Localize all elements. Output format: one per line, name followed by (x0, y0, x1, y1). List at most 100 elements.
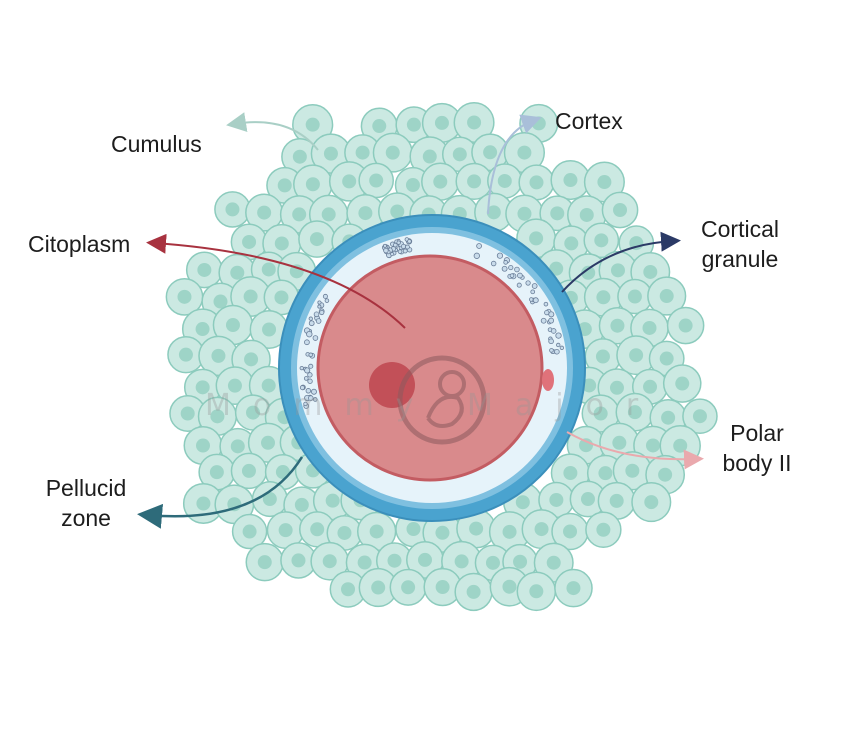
label-cumulus: Cumulus (111, 131, 202, 157)
cortical-granule-dot (303, 376, 309, 381)
cortical-granule-dot (503, 260, 508, 265)
cortical-granule-dot (549, 348, 554, 353)
cumulus-cell-nucleus (625, 463, 640, 478)
cumulus-cell-nucleus (549, 492, 564, 507)
cortical-granule-dot (303, 401, 308, 407)
cortical-granule-dot (509, 273, 515, 278)
cumulus-cell-nucleus (246, 405, 261, 420)
cortical-granule-dot (308, 316, 313, 321)
cumulus-cell-nucleus (612, 435, 627, 450)
cortical-granule-dot (306, 330, 313, 338)
cortical-granule-dot (548, 317, 555, 324)
cumulus-cell-nucleus (230, 439, 245, 454)
cortical-granule-dot (308, 320, 315, 327)
cumulus-cell-nucleus (435, 580, 450, 595)
pellucid-zone-arrow (137, 456, 304, 529)
cumulus-cells (165, 101, 718, 612)
cumulus-cell-nucleus (515, 495, 530, 510)
cumulus-arrow (226, 112, 319, 151)
cortical-granule-dot (382, 243, 388, 248)
cumulus-cell-nucleus (321, 207, 336, 222)
cumulus-cell-nucleus (241, 463, 256, 478)
cumulus-cell-nucleus (323, 146, 338, 161)
cumulus-cell-nucleus (627, 405, 642, 420)
cumulus-cell-nucleus (610, 318, 625, 333)
cumulus-cell-nucleus (563, 524, 578, 539)
cumulus-cell-nucleus (546, 555, 561, 570)
cumulus-cell-nucleus (517, 145, 532, 160)
cumulus-cell-nucleus (209, 465, 224, 480)
cumulus-cell-nucleus (467, 115, 482, 130)
cumulus-cell-nucleus (452, 147, 467, 162)
cortical-granule-dot (517, 272, 523, 279)
cumulus-cell-nucleus (627, 289, 642, 304)
polar-body-arrow (566, 431, 704, 470)
label-pellucid-zone-line-2: zone (61, 505, 111, 531)
cortical-granule-dot (543, 301, 549, 307)
cortical-granule-dot (390, 252, 395, 257)
cortical-granule-dot (501, 265, 508, 272)
cumulus-cell-nucleus (529, 584, 544, 599)
cumulus-cell-nucleus (595, 349, 610, 364)
cumulus-cell-nucleus (261, 262, 276, 277)
cortical-granule-arrow (561, 231, 681, 293)
cortical-granule-dot (299, 385, 305, 391)
cortical-granule-dot (383, 247, 389, 254)
cumulus-cell-nucleus (486, 205, 501, 220)
cumulus-cell-nucleus (294, 497, 309, 512)
cumulus-cell-nucleus (613, 203, 628, 218)
cortical-granule-dot (496, 252, 504, 259)
cortical-granule-dot (530, 289, 536, 295)
cumulus-cell-nucleus (675, 376, 690, 391)
cortical-granule-dot (529, 297, 534, 302)
cumulus-cell-nucleus (325, 493, 340, 508)
cumulus-cell-nucleus (517, 206, 532, 221)
cumulus-cell-nucleus (661, 410, 676, 425)
label-polar-body-line-1: Polar (730, 420, 784, 446)
cumulus-cell-nucleus (180, 406, 195, 421)
cumulus-cell-nucleus (644, 495, 659, 510)
cumulus-cell-nucleus (310, 522, 325, 537)
cumulus-cell-nucleus (390, 204, 405, 219)
cumulus-cell-nucleus (529, 231, 544, 246)
cumulus-cell-nucleus (227, 378, 242, 393)
cumulus-cell-nucleus (579, 438, 594, 453)
cumulus-cell-nucleus (357, 555, 372, 570)
cumulus-cell-nucleus (342, 174, 357, 189)
cumulus-cell-nucleus (581, 265, 596, 280)
cortical-granule-dot (307, 395, 314, 401)
cumulus-cell-nucleus (242, 524, 257, 539)
watermark-logo (397, 355, 487, 445)
cumulus-cell-nucleus (598, 466, 613, 481)
cumulus-cell-nucleus (433, 174, 448, 189)
cumulus-cell-nucleus (629, 348, 644, 363)
cortical-granule-dot (313, 311, 320, 318)
cumulus-cell-nucleus (678, 318, 693, 333)
cumulus-cell-nucleus (244, 352, 259, 367)
cumulus-cell-nucleus (406, 117, 421, 132)
cumulus-cell-nucleus (582, 378, 597, 393)
cumulus-cell-nucleus (372, 119, 387, 134)
cumulus-cell-nucleus (292, 149, 307, 164)
cumulus-cell-nucleus (642, 320, 657, 335)
cumulus-cell-nucleus (369, 524, 384, 539)
cumulus-cell-nucleus (529, 175, 544, 190)
cortical-granule-dot (317, 304, 322, 309)
cumulus-cell-nucleus (210, 409, 225, 424)
cumulus-cell-nucleus (417, 552, 432, 567)
cortical-granule-dot (490, 260, 497, 267)
label-citoplasm: Citoplasm (28, 231, 131, 257)
cumulus-cell-nucleus (580, 492, 595, 507)
cumulus-cell-nucleus (195, 322, 210, 337)
cumulus-cell-nucleus (274, 236, 289, 251)
cumulus-cell-nucleus (563, 466, 578, 481)
cumulus-cell-nucleus (469, 521, 484, 536)
cumulus-cell-nucleus (610, 263, 625, 278)
cumulus-cell-nucleus (564, 236, 579, 251)
label-cortical-granule-line-2: granule (701, 246, 779, 272)
cumulus-cell-nucleus (579, 207, 594, 222)
cumulus-cell-nucleus (659, 351, 674, 366)
cortical-granule-dot (308, 352, 313, 357)
cumulus-cell-nucleus (274, 290, 289, 305)
